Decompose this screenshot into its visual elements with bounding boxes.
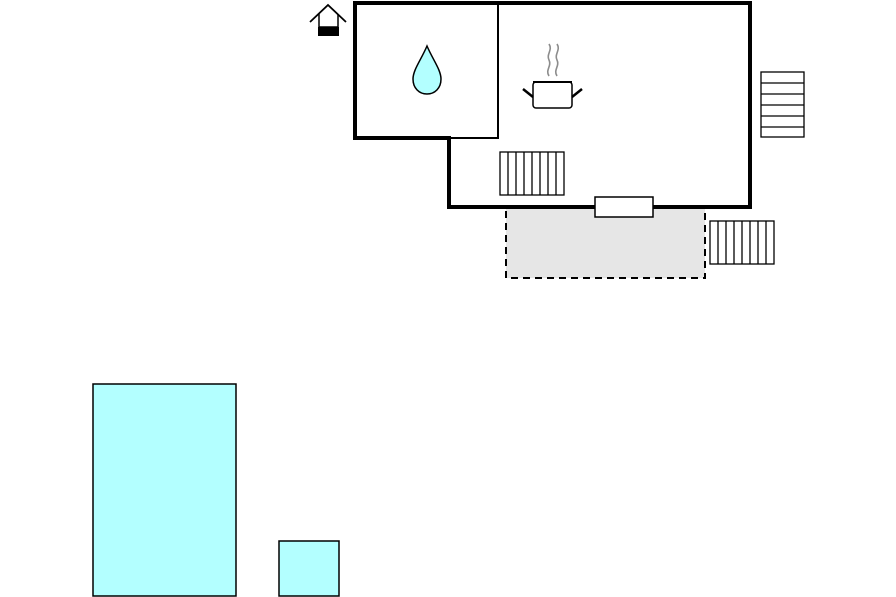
stairs-terrace (709, 220, 775, 265)
stairs-interior (499, 151, 565, 196)
pool (92, 383, 237, 597)
water-drop-icon (412, 44, 442, 95)
small-pool (278, 540, 340, 597)
bathroom-wall (449, 3, 499, 139)
terrace (505, 207, 706, 279)
door (594, 196, 654, 218)
house-entrance-icon (309, 3, 347, 36)
stairs-east (760, 71, 805, 138)
cooking-pot-icon (522, 43, 583, 109)
